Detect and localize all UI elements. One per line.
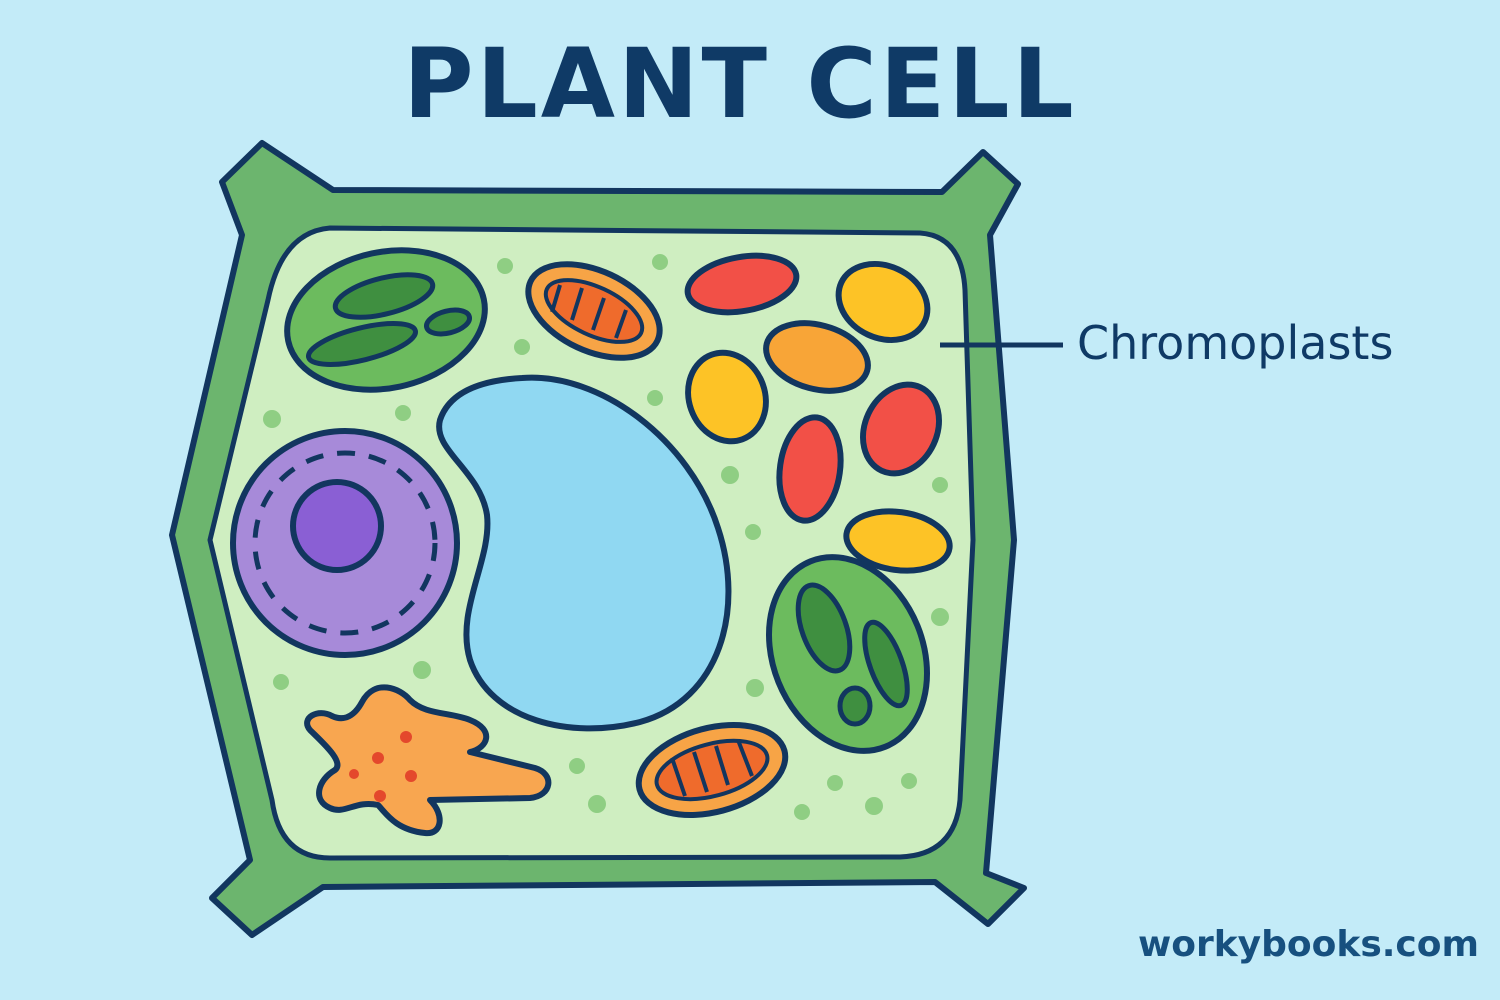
golgi-body	[304, 684, 552, 837]
chromoplast-orange	[763, 320, 871, 394]
chloroplast-right	[766, 554, 930, 754]
chromoplast-red	[684, 252, 800, 316]
chromoplast-yellow	[835, 261, 931, 343]
chromoplasts-label: Chromoplasts	[1077, 316, 1394, 370]
mitochondrion-bottom	[635, 722, 789, 818]
chromoplast-red	[860, 381, 942, 477]
chromoplast-red	[776, 414, 844, 524]
mitochondrion-top	[525, 261, 663, 361]
chromoplast-yellow	[685, 349, 769, 445]
chromoplasts	[684, 252, 953, 574]
chromoplast-yellow	[843, 508, 953, 574]
central-vacuole	[436, 374, 732, 732]
nucleus	[230, 428, 460, 658]
chloroplast-top	[284, 247, 488, 393]
diagram-title: PLANT CELL	[403, 28, 1077, 140]
footer-credit: workybooks.com	[1138, 924, 1480, 965]
cytoplasm-granules	[263, 254, 949, 820]
nucleolus	[290, 479, 384, 573]
